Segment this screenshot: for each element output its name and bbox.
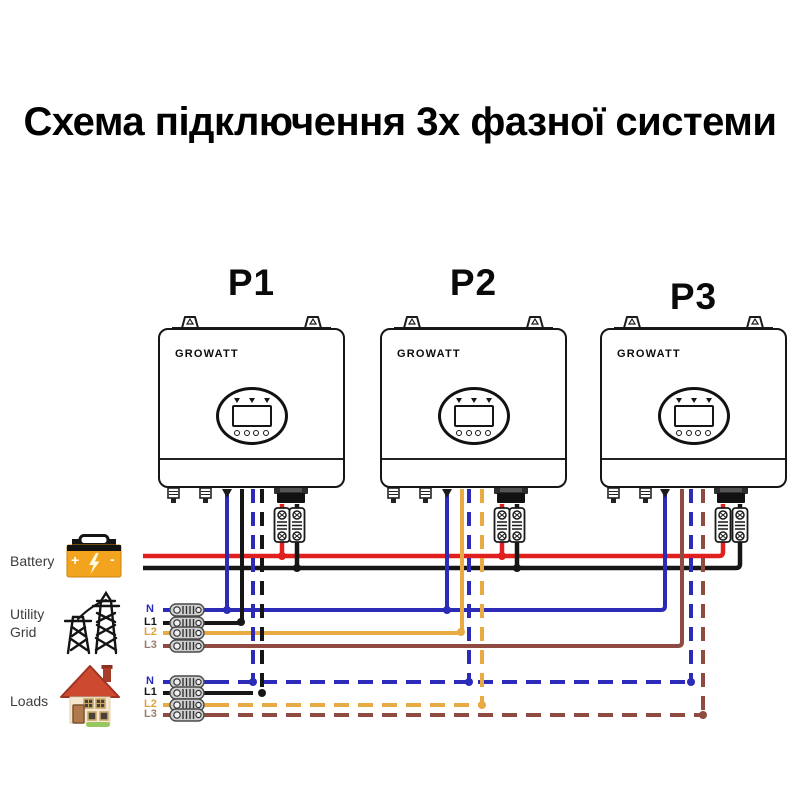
grid-l2-junctions — [457, 628, 465, 636]
lcd-screen — [673, 405, 714, 427]
loads-line-l2-label: L2 — [144, 698, 157, 710]
battery-negative-junctions — [293, 564, 521, 572]
panel-separator — [160, 458, 343, 460]
inverter-body: GROWATT — [158, 328, 345, 488]
control-buttons — [219, 429, 285, 436]
battery-fuse-holders — [273, 507, 749, 543]
battery-icon: + - — [66, 534, 122, 578]
inverter-body: GROWATT — [600, 328, 787, 488]
wire-entry-connectors — [222, 489, 670, 498]
inverter-display — [437, 387, 510, 445]
inverter-body: GROWATT — [380, 328, 567, 488]
inverter-p3-label: P3 — [669, 276, 718, 317]
lcd-screen — [453, 405, 494, 427]
inverter-p1: P1 GROWATT — [158, 260, 345, 500]
inverter-p2-label: P2 — [449, 262, 498, 303]
loads-l1-wire — [163, 489, 264, 695]
utility-grid-pylon-icon — [64, 590, 121, 655]
control-buttons — [441, 429, 507, 436]
loads-l2-wire — [163, 489, 484, 707]
inverter-display — [657, 387, 730, 445]
led-indicator-icons — [219, 398, 285, 403]
panel-separator — [382, 458, 565, 460]
inverter-p1-label: P1 — [227, 262, 276, 303]
battery-label: Battery — [10, 553, 55, 569]
loads-line-l3-label: L3 — [144, 708, 157, 720]
loads-label: Loads — [10, 693, 49, 709]
loads-l2-junctions — [478, 701, 486, 709]
battery-plus-sign: + — [71, 552, 79, 568]
grid-line-l1-label: L1 — [144, 616, 157, 628]
battery-negative-wire — [143, 504, 743, 571]
control-buttons — [661, 429, 727, 436]
panel-separator — [602, 458, 785, 460]
page-title: Схема підключення 3х фазної системи — [23, 100, 778, 144]
grid-line-l3-label: L3 — [144, 639, 157, 651]
growatt-logo: GROWATT — [397, 348, 461, 360]
ac-line-breakers — [169, 603, 205, 722]
loads-house-icon — [60, 665, 120, 727]
inverter-display — [215, 387, 288, 445]
grid-l3-wire — [163, 489, 684, 648]
loads-l3-junctions — [699, 711, 707, 719]
growatt-logo: GROWATT — [617, 348, 681, 360]
inverter-p2: P2 GROWATT — [380, 260, 567, 500]
grid-neutral-junctions — [223, 606, 451, 614]
battery-minus-sign: - — [110, 551, 115, 567]
growatt-logo: GROWATT — [175, 348, 239, 360]
grid-l1-junctions — [237, 618, 245, 626]
loads-l1-junctions — [258, 689, 266, 697]
lcd-screen — [231, 405, 272, 427]
loads-line-l1-label: L1 — [144, 686, 157, 698]
led-indicator-icons — [441, 398, 507, 403]
loads-line-n-label: N — [146, 675, 154, 687]
led-indicator-icons — [661, 398, 727, 403]
loads-neutral-junctions — [249, 678, 695, 686]
battery-positive-wire — [143, 504, 726, 559]
grid-neutral-wire — [163, 489, 667, 612]
utility-grid-label-line2: Grid — [10, 624, 37, 640]
utility-grid-label-line1: Utility — [10, 606, 45, 622]
inverter-p3: P3 GROWATT — [600, 260, 787, 500]
battery-positive-junctions — [278, 552, 506, 560]
grid-line-l2-label: L2 — [144, 626, 157, 638]
grid-line-n-label: N — [146, 603, 154, 615]
